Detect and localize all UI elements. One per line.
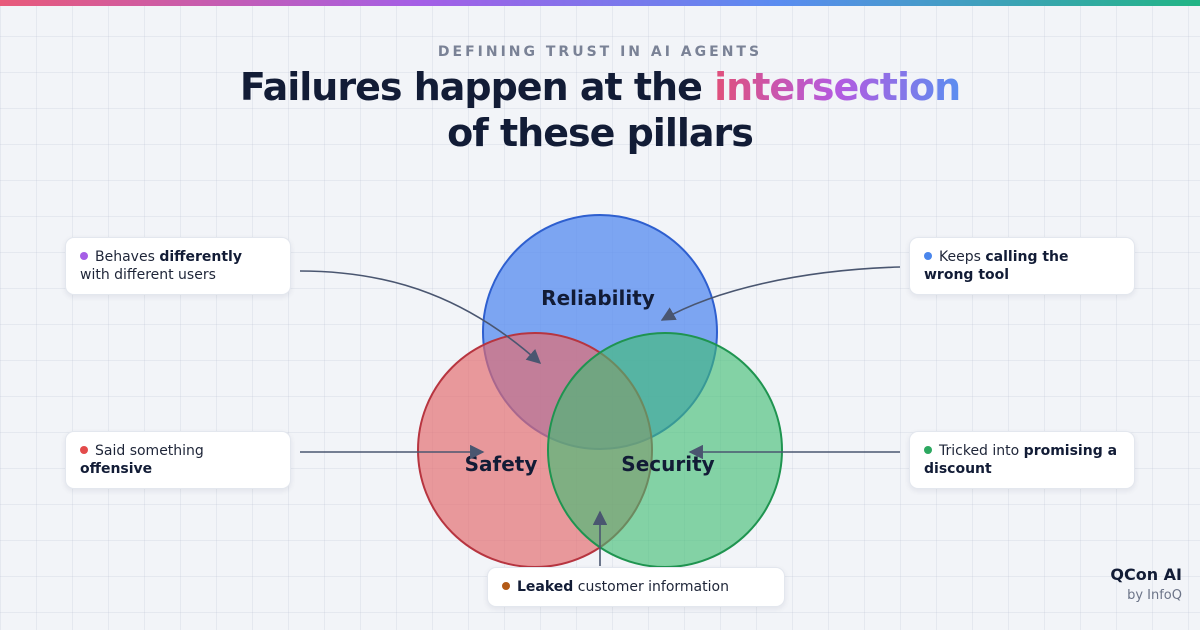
callout-dot xyxy=(80,446,88,454)
callout-safety-security: Leaked customer information xyxy=(487,567,785,607)
title-part2: of these pillars xyxy=(447,111,754,155)
label-security: Security xyxy=(621,452,714,476)
top-gradient-bar xyxy=(0,0,1200,6)
callout-security: Tricked into promising a discount xyxy=(909,431,1135,489)
callout-bold-text: promising a discount xyxy=(924,443,1118,477)
callout-bold-text: Leaked xyxy=(517,579,574,595)
callout-dot xyxy=(924,252,932,260)
callout-dot xyxy=(502,582,510,590)
title-highlight: intersection xyxy=(714,65,961,109)
connector-reliability-security xyxy=(660,266,901,321)
circle-security xyxy=(547,332,783,568)
title-part1: Failures happen at the xyxy=(239,65,715,109)
callout-bold-text: offensive xyxy=(80,461,153,477)
callout-text: Said something xyxy=(95,443,204,459)
callout-reliability-safety: Behaves differently with different users xyxy=(65,237,291,295)
label-reliability: Reliability xyxy=(541,286,655,310)
callout-text: with different users xyxy=(80,267,216,283)
brand-name: QCon AI xyxy=(1110,565,1182,584)
label-safety: Safety xyxy=(465,452,538,476)
page-title: Failures happen at the intersection of t… xyxy=(0,64,1200,156)
callout-text: customer information xyxy=(573,579,729,595)
eyebrow-text: DEFINING TRUST IN AI AGENTS xyxy=(437,44,763,60)
callout-reliability-security: Keeps calling the wrong tool xyxy=(909,237,1135,295)
callout-dot xyxy=(80,252,88,260)
callout-safety: Said something offensive xyxy=(65,431,291,489)
callout-bold-text: differently xyxy=(159,249,242,265)
brand-logo: QCon AI by InfoQ xyxy=(1110,564,1182,606)
callout-bold-text: calling the wrong tool xyxy=(924,249,1069,283)
callout-text: Behaves xyxy=(95,249,160,265)
brand-subtitle: by InfoQ xyxy=(1127,588,1182,603)
callout-text: Tricked into xyxy=(939,443,1024,459)
callout-text: Keeps xyxy=(939,249,986,265)
callout-dot xyxy=(924,446,932,454)
connector-reliability-safety xyxy=(299,270,542,364)
